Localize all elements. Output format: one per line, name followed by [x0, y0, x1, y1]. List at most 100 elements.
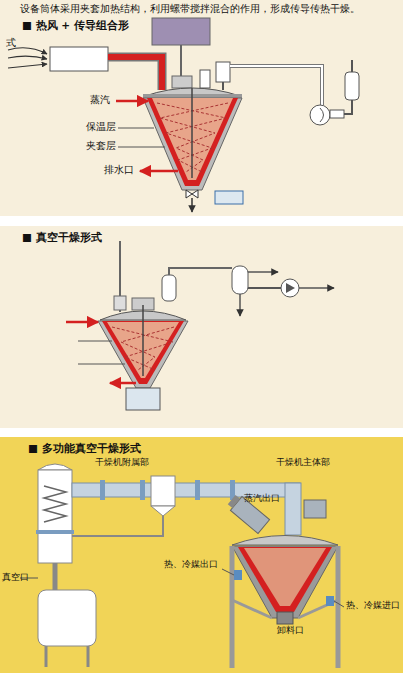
drive-unit [304, 500, 326, 518]
flow-arrow [248, 271, 278, 273]
frame-brace [298, 600, 338, 618]
feed-valve [114, 296, 126, 310]
tank-leg [87, 646, 90, 667]
drain-arrow [140, 170, 178, 173]
vessel-lid [145, 88, 240, 96]
motor [152, 18, 210, 45]
panel-heading: ■ 多功能真空干燥形式 [28, 442, 141, 456]
vent-pipe [351, 60, 353, 72]
panel-heading: ■ 真空干燥形式 [22, 231, 102, 245]
hot-air-arrow [8, 48, 47, 54]
vessel-interior [152, 98, 233, 180]
panel-band: ■ 真空干燥形式 [0, 226, 403, 428]
leader-line [118, 147, 165, 148]
exhaust-pipe [230, 66, 322, 105]
vapor-pipe [169, 268, 232, 275]
receiver-box [215, 191, 243, 204]
jacket-layer [147, 98, 238, 186]
insulation-layer [98, 321, 188, 388]
vacuum-pump [281, 279, 299, 297]
panel-band: ■ 热风 + 传导组合形 [0, 0, 403, 216]
hot-air-pipe [108, 57, 162, 90]
gear-motor [230, 497, 269, 534]
column-top [38, 464, 72, 470]
heater-box [50, 47, 108, 71]
agitator-shaft [142, 305, 144, 376]
vapor-pipe [285, 483, 301, 535]
vapor-pipe [72, 483, 300, 497]
inlet-nozzle [326, 596, 334, 606]
vacuum-pipe [248, 287, 281, 289]
vessel-lid [100, 311, 186, 320]
filter-cone [151, 506, 175, 516]
condenser-column [38, 470, 72, 563]
hot-air-pipe [108, 57, 162, 90]
pump-symbol [286, 283, 295, 293]
drive-shaft [180, 45, 182, 76]
flange [100, 480, 105, 500]
leader-line [78, 364, 125, 365]
filter [162, 275, 176, 301]
ribbon-agitator [160, 103, 228, 172]
flange [230, 480, 235, 500]
outlet-nozzle [234, 570, 242, 580]
separator [345, 72, 359, 100]
filter [216, 62, 230, 82]
condensate-arrow [239, 294, 241, 316]
vessel-frame [232, 546, 338, 618]
receiver-box [126, 388, 160, 410]
frame-leg [230, 546, 235, 668]
leader-line [78, 341, 112, 342]
stack-pipe [344, 100, 352, 114]
leader-line [222, 569, 234, 575]
tank-leg [45, 646, 48, 667]
ribbon-agitator [112, 327, 173, 370]
leader-line [20, 578, 38, 579]
vessel-interior [244, 548, 326, 606]
steam-arrow [66, 321, 98, 324]
discharge-arrow [191, 198, 193, 212]
lid-flange [143, 94, 242, 98]
hot-air-arrow [8, 56, 47, 59]
exhaust-pipe [230, 66, 322, 105]
flange [36, 530, 74, 534]
jacket-layer [102, 321, 184, 384]
insulation-layer [143, 98, 242, 190]
ribbon-agitator [157, 103, 226, 172]
hot-air-arrow [8, 64, 47, 68]
return-pipe [72, 516, 163, 536]
dust-filter [151, 476, 175, 506]
frame-brace [232, 600, 272, 618]
steam-arrow [116, 100, 148, 103]
frame-leg [336, 546, 341, 668]
feed-pipe [119, 241, 121, 312]
ribbon-agitator [121, 327, 174, 370]
drain-arrow [110, 382, 136, 385]
vessel-interior [107, 322, 179, 378]
leader-line [118, 128, 154, 129]
flange [195, 480, 200, 500]
fan-outlet [330, 110, 344, 118]
agitator-shaft [191, 88, 193, 178]
motor-cap [228, 495, 240, 508]
condenser [232, 266, 248, 294]
drain-pipe [53, 563, 58, 590]
fan [310, 105, 330, 125]
feed-port [200, 70, 210, 88]
cooling-coil [44, 486, 66, 522]
vessel-lid [232, 536, 338, 546]
jacket-layer [238, 547, 332, 612]
receiver-tank [38, 590, 96, 646]
fan-blade [320, 108, 324, 122]
discharge-port [277, 612, 293, 624]
filter-pipe [222, 82, 224, 90]
gearbox [132, 298, 154, 310]
flow-arrow [299, 287, 334, 289]
gearbox [172, 76, 192, 88]
discharge-valve [186, 190, 198, 198]
panel-heading: ■ 热风 + 传导组合形 [22, 19, 129, 33]
panel-band: ■ 多功能真空干燥形式 [0, 437, 403, 673]
leader-line [334, 601, 344, 607]
